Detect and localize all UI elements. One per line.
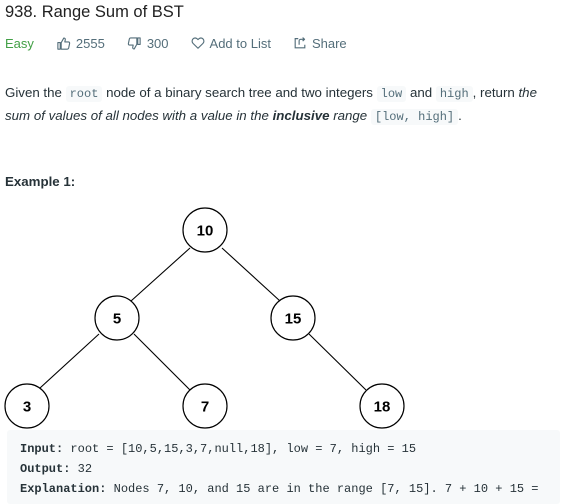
like-button[interactable]: 2555 — [56, 36, 105, 51]
share-label: Share — [311, 35, 347, 51]
input-value: root = [10,5,15,3,7,null,18], low = 7, h… — [63, 442, 417, 456]
tree-node-label: 5 — [113, 311, 121, 328]
tree-node: 10 — [182, 207, 228, 253]
inline-code-high: high — [435, 86, 473, 102]
tree-node: 7 — [182, 383, 228, 429]
add-to-list-label: Add to List — [209, 35, 271, 51]
tree-node-label: 10 — [197, 223, 214, 240]
tree-node: 18 — [359, 383, 405, 429]
tree-edge — [130, 247, 191, 302]
output-value: 32 — [70, 462, 93, 476]
inline-code-range: [low, high] — [370, 109, 459, 125]
desc-italic: the sum of values of all nodes with a va… — [5, 85, 537, 123]
tree-node-label: 3 — [23, 399, 31, 416]
desc-text: node of a binary search tree and two int… — [102, 85, 377, 100]
difficulty-badge: Easy — [5, 35, 34, 51]
tree-edge — [133, 333, 191, 391]
desc-text: , return — [472, 85, 519, 100]
tree-node-label: 15 — [285, 311, 302, 328]
desc-italic: range — [329, 108, 368, 123]
add-to-list-button[interactable]: Add to List — [191, 36, 271, 51]
likes-count: 2555 — [75, 35, 105, 51]
desc-bold-italic: inclusive — [272, 108, 330, 123]
example-heading: Example 1: — [5, 174, 76, 189]
example-io: Input: root = [10,5,15,3,7,null,18], low… — [7, 430, 560, 499]
explanation-value: Nodes 7, 10, and 15 are in the range [7,… — [106, 482, 539, 496]
thumbs-down-icon — [127, 36, 141, 49]
tree-edge — [308, 333, 367, 391]
tree-node: 5 — [94, 295, 140, 341]
problem-meta-bar: Easy 2555 300 Add to List — [5, 34, 347, 52]
tree-edge — [39, 333, 100, 389]
tree-node: 15 — [270, 295, 316, 341]
desc-text: and — [406, 85, 436, 100]
example-tree-diagram: 10 5 15 3 7 18 — [4, 207, 405, 429]
tree-node: 3 — [4, 383, 50, 429]
share-button[interactable]: Share — [293, 36, 347, 51]
input-label: Input: — [20, 442, 64, 456]
problem-title: 938. Range Sum of BST — [5, 3, 184, 21]
thumbs-up-icon — [57, 37, 71, 50]
tree-node-label: 18 — [374, 399, 391, 416]
inline-code-root: root — [65, 86, 103, 102]
example-code-block: Input: root = [10,5,15,3,7,null,18], low… — [7, 430, 560, 504]
tree-node-label: 7 — [201, 399, 209, 416]
inline-code-low: low — [376, 86, 407, 102]
output-label: Output: — [20, 462, 71, 476]
desc-text: . — [458, 108, 462, 123]
desc-text: Given the — [5, 85, 66, 100]
dislike-button[interactable]: 300 — [127, 36, 169, 51]
share-icon — [294, 37, 306, 49]
explanation-label: Explanation: — [20, 482, 107, 496]
dislikes-count: 300 — [146, 35, 169, 51]
tree-edge — [221, 247, 281, 302]
problem-description: Given the root node of a binary search t… — [5, 82, 560, 128]
heart-icon — [191, 37, 204, 49]
